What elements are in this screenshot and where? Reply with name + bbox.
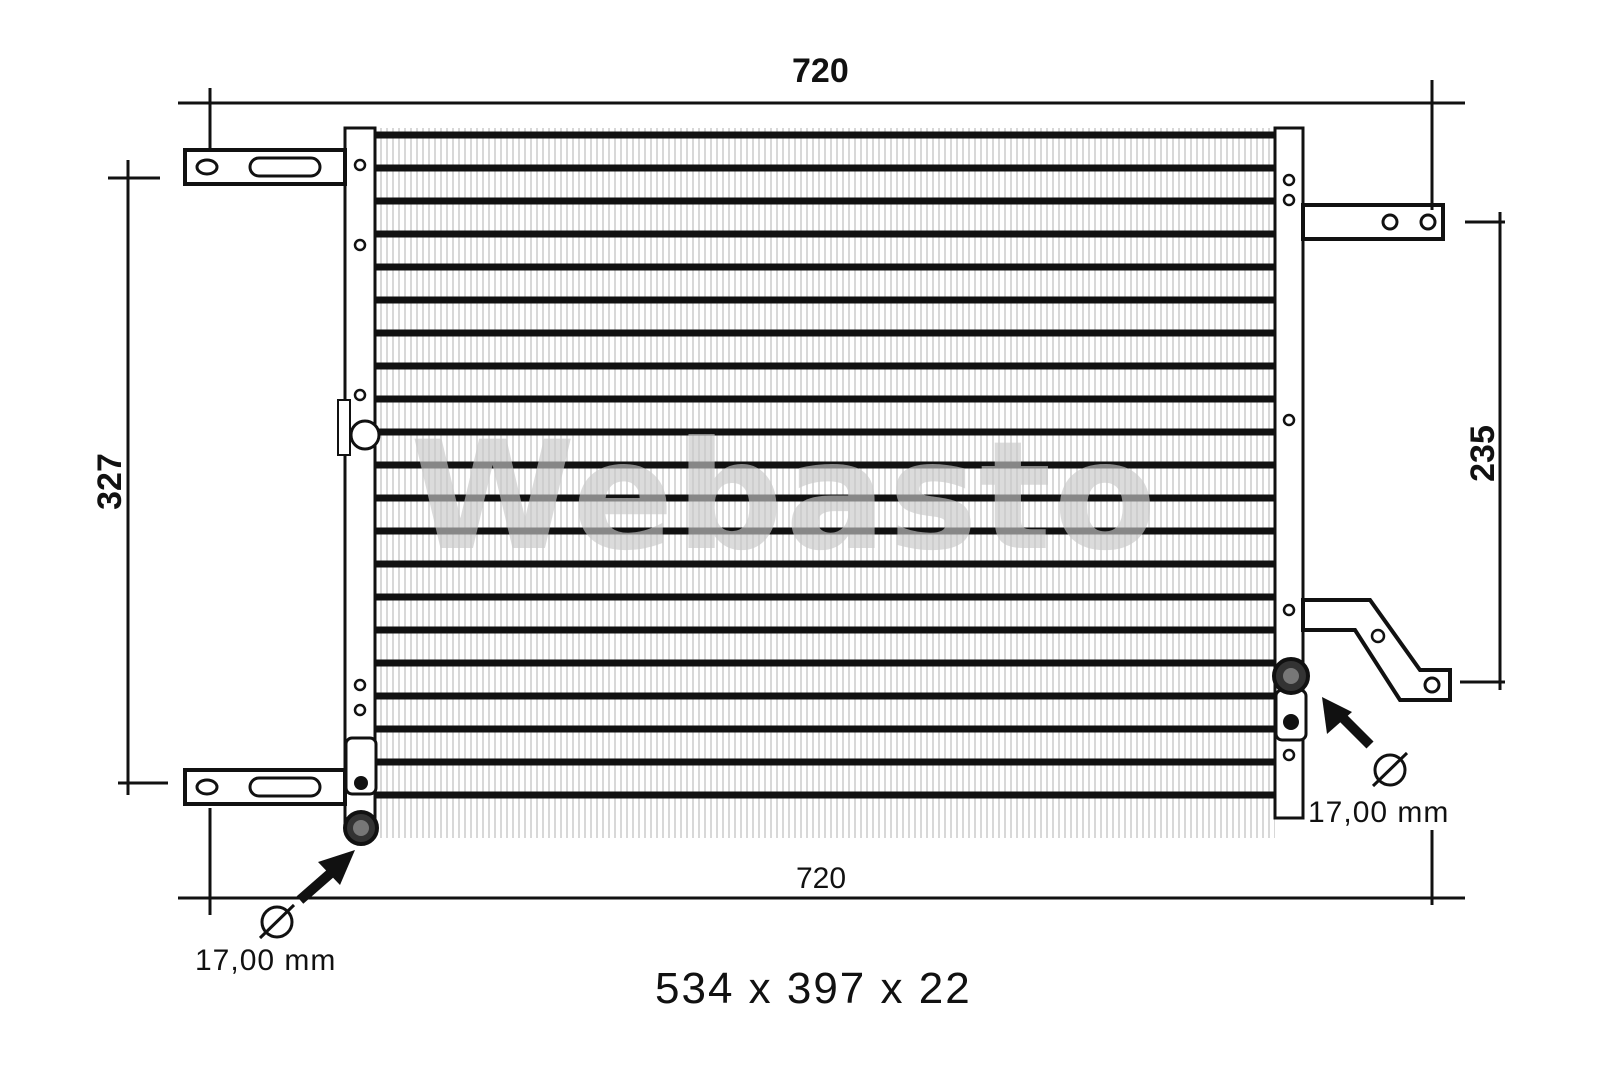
left-pipe-arrow <box>296 850 355 904</box>
right-height-label: 235 <box>1463 425 1502 482</box>
right-lower-bracket <box>1301 598 1452 702</box>
left-side-tab <box>337 399 351 456</box>
left-pipe-diameter-label: 17,00 mm <box>195 944 337 977</box>
condenser-tubes <box>350 131 1295 799</box>
overall-size-label: 534 x 397 x 22 <box>655 964 972 1013</box>
dimension-lines <box>108 80 1505 915</box>
right-pipe-diameter-label: 17,00 mm <box>1308 796 1450 829</box>
right-top-bracket <box>1301 203 1445 241</box>
right-pipe-fitting <box>1272 657 1310 742</box>
left-top-bracket <box>183 148 347 186</box>
condenser-core <box>370 128 1275 838</box>
left-pipe-fitting <box>343 736 379 846</box>
left-diameter-symbol <box>258 903 296 940</box>
left-bottom-bracket <box>183 768 347 806</box>
left-header <box>343 126 377 830</box>
left-height-label: 327 <box>90 453 129 510</box>
left-tab-hole <box>349 419 381 451</box>
watermark-logo: Webasto <box>410 410 1159 584</box>
bottom-width-label: 720 <box>796 862 847 895</box>
right-diameter-symbol <box>1371 751 1409 788</box>
right-pipe-arrow <box>1322 697 1374 749</box>
top-width-label: 720 <box>792 52 849 90</box>
